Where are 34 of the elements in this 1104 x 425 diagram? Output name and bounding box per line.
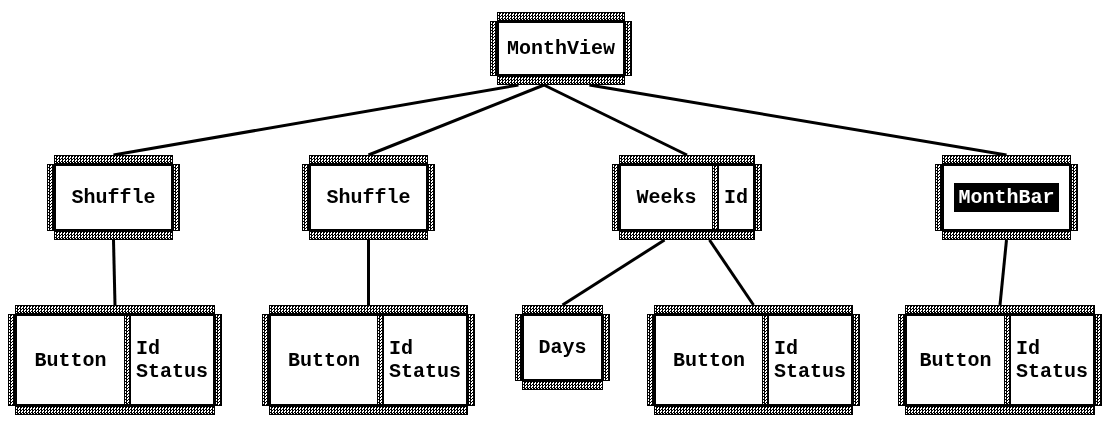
hatched-frame-box <box>302 155 435 240</box>
node-label: Weeks <box>636 186 697 209</box>
connector-line <box>561 238 666 307</box>
node-label: Shuffle <box>326 186 411 209</box>
connector-line <box>113 83 519 157</box>
node-label: Shuffle <box>71 186 156 209</box>
hatched-frame-box <box>612 155 762 240</box>
node-label: Id Status <box>774 337 846 383</box>
node-label: MonthView <box>507 37 615 60</box>
node-label: Button <box>288 348 360 372</box>
connector-line <box>998 239 1008 306</box>
hatched-frame-box <box>647 305 860 415</box>
node-label: Id <box>724 186 748 209</box>
node-label: Id Status <box>1016 337 1088 383</box>
connector-line <box>708 239 755 306</box>
hatched-frame-box <box>8 305 222 415</box>
hatched-frame-box <box>47 155 180 240</box>
node-label: Button <box>919 348 992 372</box>
node-label: Button <box>673 348 745 372</box>
hatched-frame-box <box>490 12 632 85</box>
node-label: Id Status <box>136 337 208 383</box>
node-label: Button <box>34 348 107 372</box>
hatched-frame-box <box>262 305 475 415</box>
hatched-frame-box <box>898 305 1102 415</box>
connector-line <box>543 83 688 157</box>
connector-line <box>112 239 117 306</box>
connector-line <box>367 83 545 157</box>
connector-line <box>589 83 1007 157</box>
connector-line <box>367 240 370 305</box>
hatched-frame-box <box>935 155 1078 240</box>
node-label: Id Status <box>389 337 461 383</box>
node-label: MonthBar <box>954 183 1059 212</box>
node-label: Days <box>538 336 587 359</box>
hatched-frame-box <box>515 305 610 390</box>
